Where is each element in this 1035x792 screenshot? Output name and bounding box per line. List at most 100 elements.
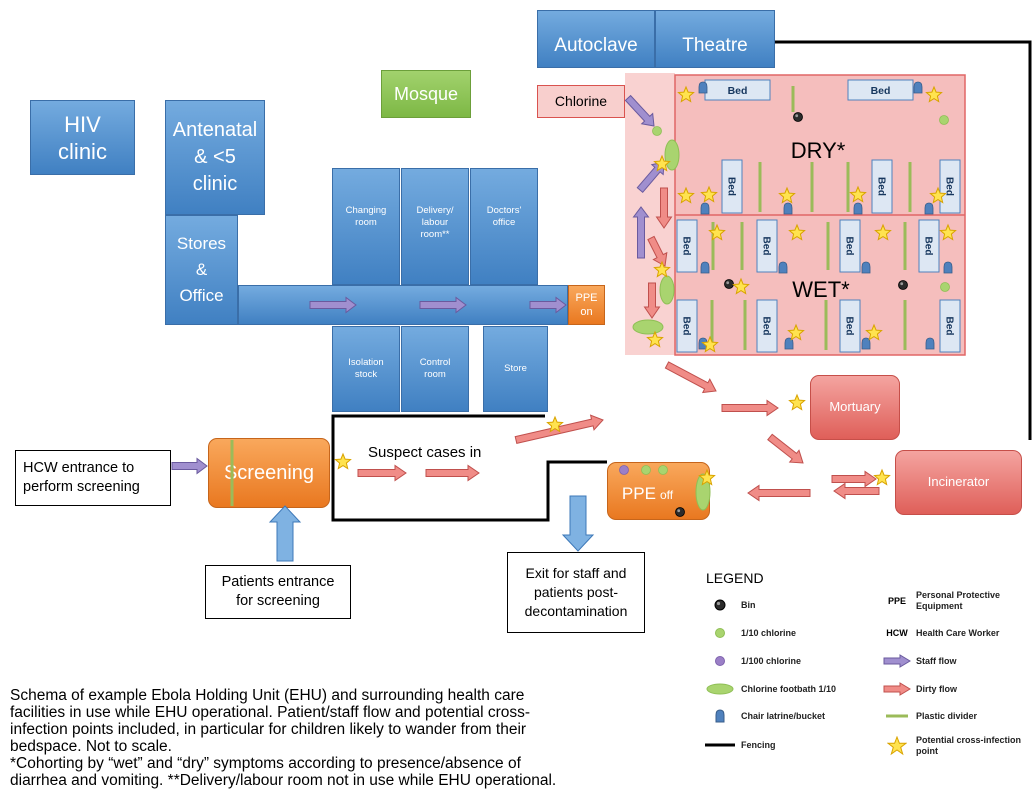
ppe-off-label: PPE off: [622, 478, 695, 504]
bed-frame: [756, 299, 778, 353]
cross-infection-star-icon: [732, 277, 750, 295]
legend-item-dirty-flow: Dirty flow: [882, 680, 1034, 698]
dirty-flow-arrow: [514, 414, 604, 444]
star-icon: [887, 736, 907, 756]
stores-office-label-line: Stores: [176, 234, 227, 253]
cross-infection-star-icon: [788, 223, 806, 241]
dirty-flow-arrow: [767, 433, 804, 464]
cross-infection-star-icon: [653, 260, 671, 278]
legend-label: Plastic divider: [916, 710, 978, 721]
bin-icon-highlight: [900, 282, 904, 286]
exit-line: Exit for staff and: [525, 565, 627, 581]
bed: Bed: [939, 299, 961, 353]
chair-latrine-icon: [698, 81, 708, 94]
cross-infection-star-icon: [865, 323, 883, 341]
legend-item-chlorine-1-10: 1/10 chlorine: [705, 624, 796, 642]
plastic-divider-icon: [886, 714, 908, 718]
bed: Bed: [756, 219, 778, 273]
bed: Bed: [676, 219, 698, 273]
stores-office-label-line: Office: [179, 286, 224, 305]
chlorine-1-10-dot-icon: [715, 628, 725, 638]
chair-latrine-icon: [778, 261, 788, 274]
legend-label: Bin: [741, 600, 756, 610]
ppe-on-station: PPE on: [568, 285, 605, 325]
footbath-icon-shape: [706, 683, 734, 695]
legend-label: Staff flow: [916, 655, 957, 666]
screening-area: Screening: [208, 438, 330, 508]
ppe-on-label-line: PPE: [575, 292, 598, 304]
bin-icon: [898, 280, 908, 290]
legend-label: Chair latrine/bucket: [741, 711, 826, 721]
legend-label: Fencing: [741, 740, 776, 750]
legend-symbol: [705, 627, 735, 639]
legend-item-staff-flow: Staff flow: [882, 652, 1034, 670]
caption-line: facilities in use while EHU operational.…: [10, 704, 531, 721]
chlorine-1-10-dot-icon: [939, 115, 949, 125]
chair-latrine-icon-shape: [715, 709, 725, 723]
bed-label: Bed: [871, 85, 891, 97]
footbath-icon: [706, 683, 734, 695]
cross-infection-star-icon: [929, 186, 947, 204]
doctors-office-label-line: Doctors': [486, 205, 522, 216]
control-room: Control room: [401, 326, 469, 412]
bin-icon-highlight: [795, 114, 799, 118]
isolation-stock-room: Isolation stock: [332, 326, 400, 412]
caption-line: bedspace. Not to scale.: [10, 738, 172, 755]
ehu-label-layer: DRY* WET*: [791, 138, 850, 302]
legend-symbol: [705, 709, 735, 723]
legend-item-hcw: HCW Health Care Worker: [882, 624, 1034, 642]
bed-label: Bed: [944, 317, 955, 336]
cross-infection-star-icon: [939, 223, 957, 241]
dirty-flow-arrow: [425, 464, 480, 482]
chair-latrine-icon: [913, 81, 923, 94]
chair-latrine-icon: [853, 202, 863, 215]
footbath-icon: [664, 139, 680, 171]
staff-flow-arrow: [636, 161, 665, 194]
caption-line: diarrhea and vomiting. **Delivery/labour…: [10, 772, 557, 789]
legend-item-fencing: Fencing: [705, 736, 776, 754]
legend-label: 1/10 chlorine: [741, 628, 797, 638]
legend-symbol: [705, 598, 735, 612]
isolation-stock-label-line: stock: [354, 369, 378, 380]
chlorine-1-10-dot-icon: [652, 126, 662, 136]
delivery-room-label-line: room**: [420, 229, 450, 240]
exit-line: decontamination: [524, 603, 628, 619]
legend-abbr: PPE: [887, 596, 906, 606]
bed-label: Bed: [876, 177, 887, 196]
ppe-off-station: PPE off: [607, 462, 710, 520]
bed: Bed: [756, 299, 778, 353]
chair-latrine-icon: [698, 337, 708, 350]
dirty-flow-arrow: [833, 482, 880, 500]
bed-frame: [847, 79, 914, 101]
store-label: Store: [504, 363, 527, 374]
chlorine-1-100-dot-icon: [715, 656, 725, 666]
legend-symbol: [705, 655, 735, 667]
fence-line: [331, 414, 607, 522]
theatre-label: Theatre: [682, 35, 748, 57]
control-room-label-line: Control: [419, 357, 451, 368]
bed-frame: [918, 219, 940, 273]
screening-label: Screening: [223, 461, 315, 484]
bed: Bed: [871, 159, 893, 214]
legend-item-plastic-divider: Plastic divider: [882, 707, 1034, 725]
cross-infection-star-icon: [700, 185, 718, 203]
patients-entrance-arrow: [268, 505, 302, 562]
legend-item-chlorine-1-100: 1/100 chlorine: [705, 652, 801, 670]
legend-symbol: [882, 682, 912, 696]
bin-icon: [793, 112, 803, 122]
legend-symbol: [882, 654, 912, 668]
chlorine-station: Chlorine: [537, 85, 625, 118]
mosque-building: Mosque: [381, 70, 471, 118]
bed-label: Bed: [726, 177, 737, 196]
chair-latrine-icon: [861, 261, 871, 274]
bin-icon: [714, 599, 726, 611]
legend-label: Personal Protective Equipment: [916, 590, 1001, 611]
bed-frame: [939, 159, 961, 214]
hiv-clinic-building: HIV clinic: [30, 100, 135, 175]
hiv-clinic-label-line: clinic: [58, 138, 107, 164]
cross-infection-star-icon: [334, 452, 352, 470]
ehu-corridor-area: [625, 73, 675, 355]
mortuary-label: Mortuary: [829, 399, 881, 415]
chlorine-1-10-dot-shape: [715, 628, 725, 638]
chair-latrine-icon: [715, 709, 725, 723]
